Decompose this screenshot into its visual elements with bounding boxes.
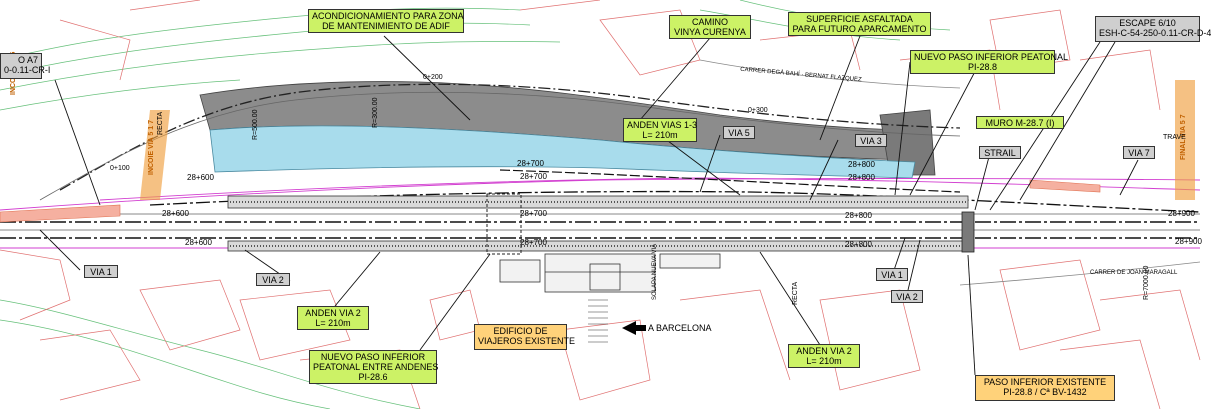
recta-label: RECTA <box>792 281 799 305</box>
stairs <box>588 299 608 343</box>
tracks <box>0 169 1201 239</box>
maintenance-zone <box>209 125 916 179</box>
incoie-label: INCOIE VIA 5 1 7 <box>148 120 155 175</box>
pk-label: 28+700 <box>520 238 547 247</box>
label-strail: STRAIL <box>979 146 1021 159</box>
label-a-barcelona: A BARCELONA <box>648 323 712 333</box>
pk-label: 0+300 <box>748 107 768 114</box>
pk-label: 0+200 <box>423 74 443 81</box>
contour-lines <box>0 0 951 409</box>
radius-label: R=500.00 <box>252 109 259 140</box>
callout-muro: MURO M-28.7 (I) <box>976 116 1064 129</box>
pk-label: 28+600 <box>162 209 189 218</box>
travesia-label: TRAVE <box>1163 134 1186 141</box>
pk-label: 28+900 <box>1175 237 1202 246</box>
track-label-via2-left: VIA 2 <box>256 273 290 286</box>
pk-label: 28+700 <box>520 209 547 218</box>
carrer-top-road <box>699 59 961 89</box>
radius-label: R=7000.00 <box>1143 265 1150 300</box>
track-label-via3: VIA 3 <box>855 134 887 147</box>
pk-label: 28+800 <box>845 211 872 220</box>
radius-label: R=300.00 <box>372 97 379 128</box>
station-building <box>499 253 721 293</box>
pk-label: 28+900 <box>1168 209 1195 218</box>
incoie-strip-right <box>1175 80 1195 200</box>
track-label-via1-right: VIA 1 <box>876 268 908 281</box>
strail-block <box>961 211 975 253</box>
track-label-via7: VIA 7 <box>1123 146 1155 159</box>
incoie-hatch-left <box>0 204 121 223</box>
arrow-a-barcelona-icon <box>622 321 646 335</box>
pk-label: 28+700 <box>520 172 547 181</box>
street-name-bottom: CARRER DE JOAN MARAGALL <box>1090 270 1178 276</box>
track-label-via5: VIA 5 <box>723 126 755 139</box>
pk-label: 28+600 <box>187 173 214 182</box>
incoie-hatch-right <box>1029 179 1101 193</box>
track-label-via2-right: VIA 2 <box>891 290 923 303</box>
underpass-pi286 <box>486 193 522 255</box>
pk-label: 28+800 <box>845 240 872 249</box>
carrer-joan-maragall-road <box>959 261 1201 286</box>
incoie-strip-left <box>140 110 170 200</box>
platform-via13 <box>227 195 969 209</box>
pk-label: 28+800 <box>848 173 875 182</box>
pk-label: 28+800 <box>848 160 875 169</box>
pk-label: 28+700 <box>517 159 544 168</box>
service-road <box>59 83 961 191</box>
track-label-via1-left: VIA 1 <box>84 265 118 278</box>
pk-label: 0+100 <box>110 165 130 172</box>
recta-label: RECTA <box>157 111 164 135</box>
pk-label: 28+600 <box>185 238 212 247</box>
solapa-label: SOLAPA NUEVA VIA <box>652 243 658 300</box>
